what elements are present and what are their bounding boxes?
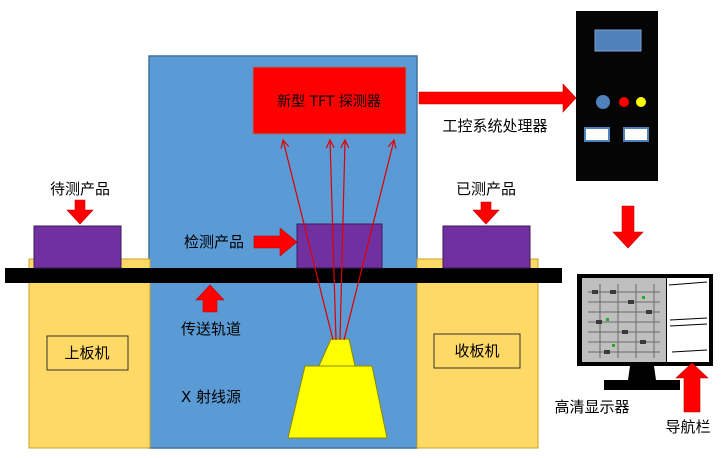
arrow-product-tested xyxy=(472,201,500,225)
xray-beam-right xyxy=(343,140,394,341)
xray-source-body xyxy=(287,365,388,439)
product-tested-label: 已测产品 xyxy=(456,180,516,198)
xray-beam-center-left xyxy=(330,140,337,341)
conveyor-rail xyxy=(5,268,562,283)
monitor-screen-green-marks xyxy=(606,296,645,347)
arrow-nav-bar xyxy=(675,362,709,413)
product-pending-label: 待测产品 xyxy=(50,180,110,198)
ipc-button-yellow xyxy=(636,97,646,107)
tft-detector-label: 新型 TFT 探测器 xyxy=(277,94,381,110)
ipc-display-panel xyxy=(594,29,642,52)
hd-monitor xyxy=(577,274,713,390)
monitor-base xyxy=(604,380,680,390)
arrow-product-pending xyxy=(66,199,94,225)
arrow-detector-to-processor xyxy=(418,83,577,113)
monitor-neck xyxy=(628,366,656,380)
ipc-slot-right xyxy=(623,127,649,142)
ipc-button-blue xyxy=(596,95,610,109)
unloader-label: 收板机 xyxy=(454,342,499,360)
conveyor-label: 传送轨道 xyxy=(181,320,241,338)
tft-detector xyxy=(252,66,407,135)
nav-bar-label: 导航栏 xyxy=(665,418,710,436)
arrow-processor-to-monitor xyxy=(612,205,644,249)
loader-label: 上板机 xyxy=(64,344,109,362)
arrow-conveyor xyxy=(195,284,225,313)
monitor-screen-dots xyxy=(592,290,652,354)
arrow-product-inspecting xyxy=(253,227,298,257)
ipc-processor-label: 工控系统处理器 xyxy=(442,117,547,135)
ipc-button-red xyxy=(619,97,629,107)
product-pending xyxy=(33,225,122,269)
hd-monitor-label: 高清显示器 xyxy=(554,398,629,416)
unloader-label-box xyxy=(433,333,521,369)
loader-label-box xyxy=(46,335,129,371)
xray-beams xyxy=(283,140,394,341)
ipc-slot-left xyxy=(584,127,610,142)
xray-source-label: X 射线源 xyxy=(181,388,241,406)
monitor-nav-lines xyxy=(668,281,708,353)
xray-beam-center-right xyxy=(339,140,345,341)
product-tested xyxy=(442,225,531,269)
xray-beam-left xyxy=(283,140,334,341)
product-inspecting-label: 检测产品 xyxy=(184,233,244,251)
